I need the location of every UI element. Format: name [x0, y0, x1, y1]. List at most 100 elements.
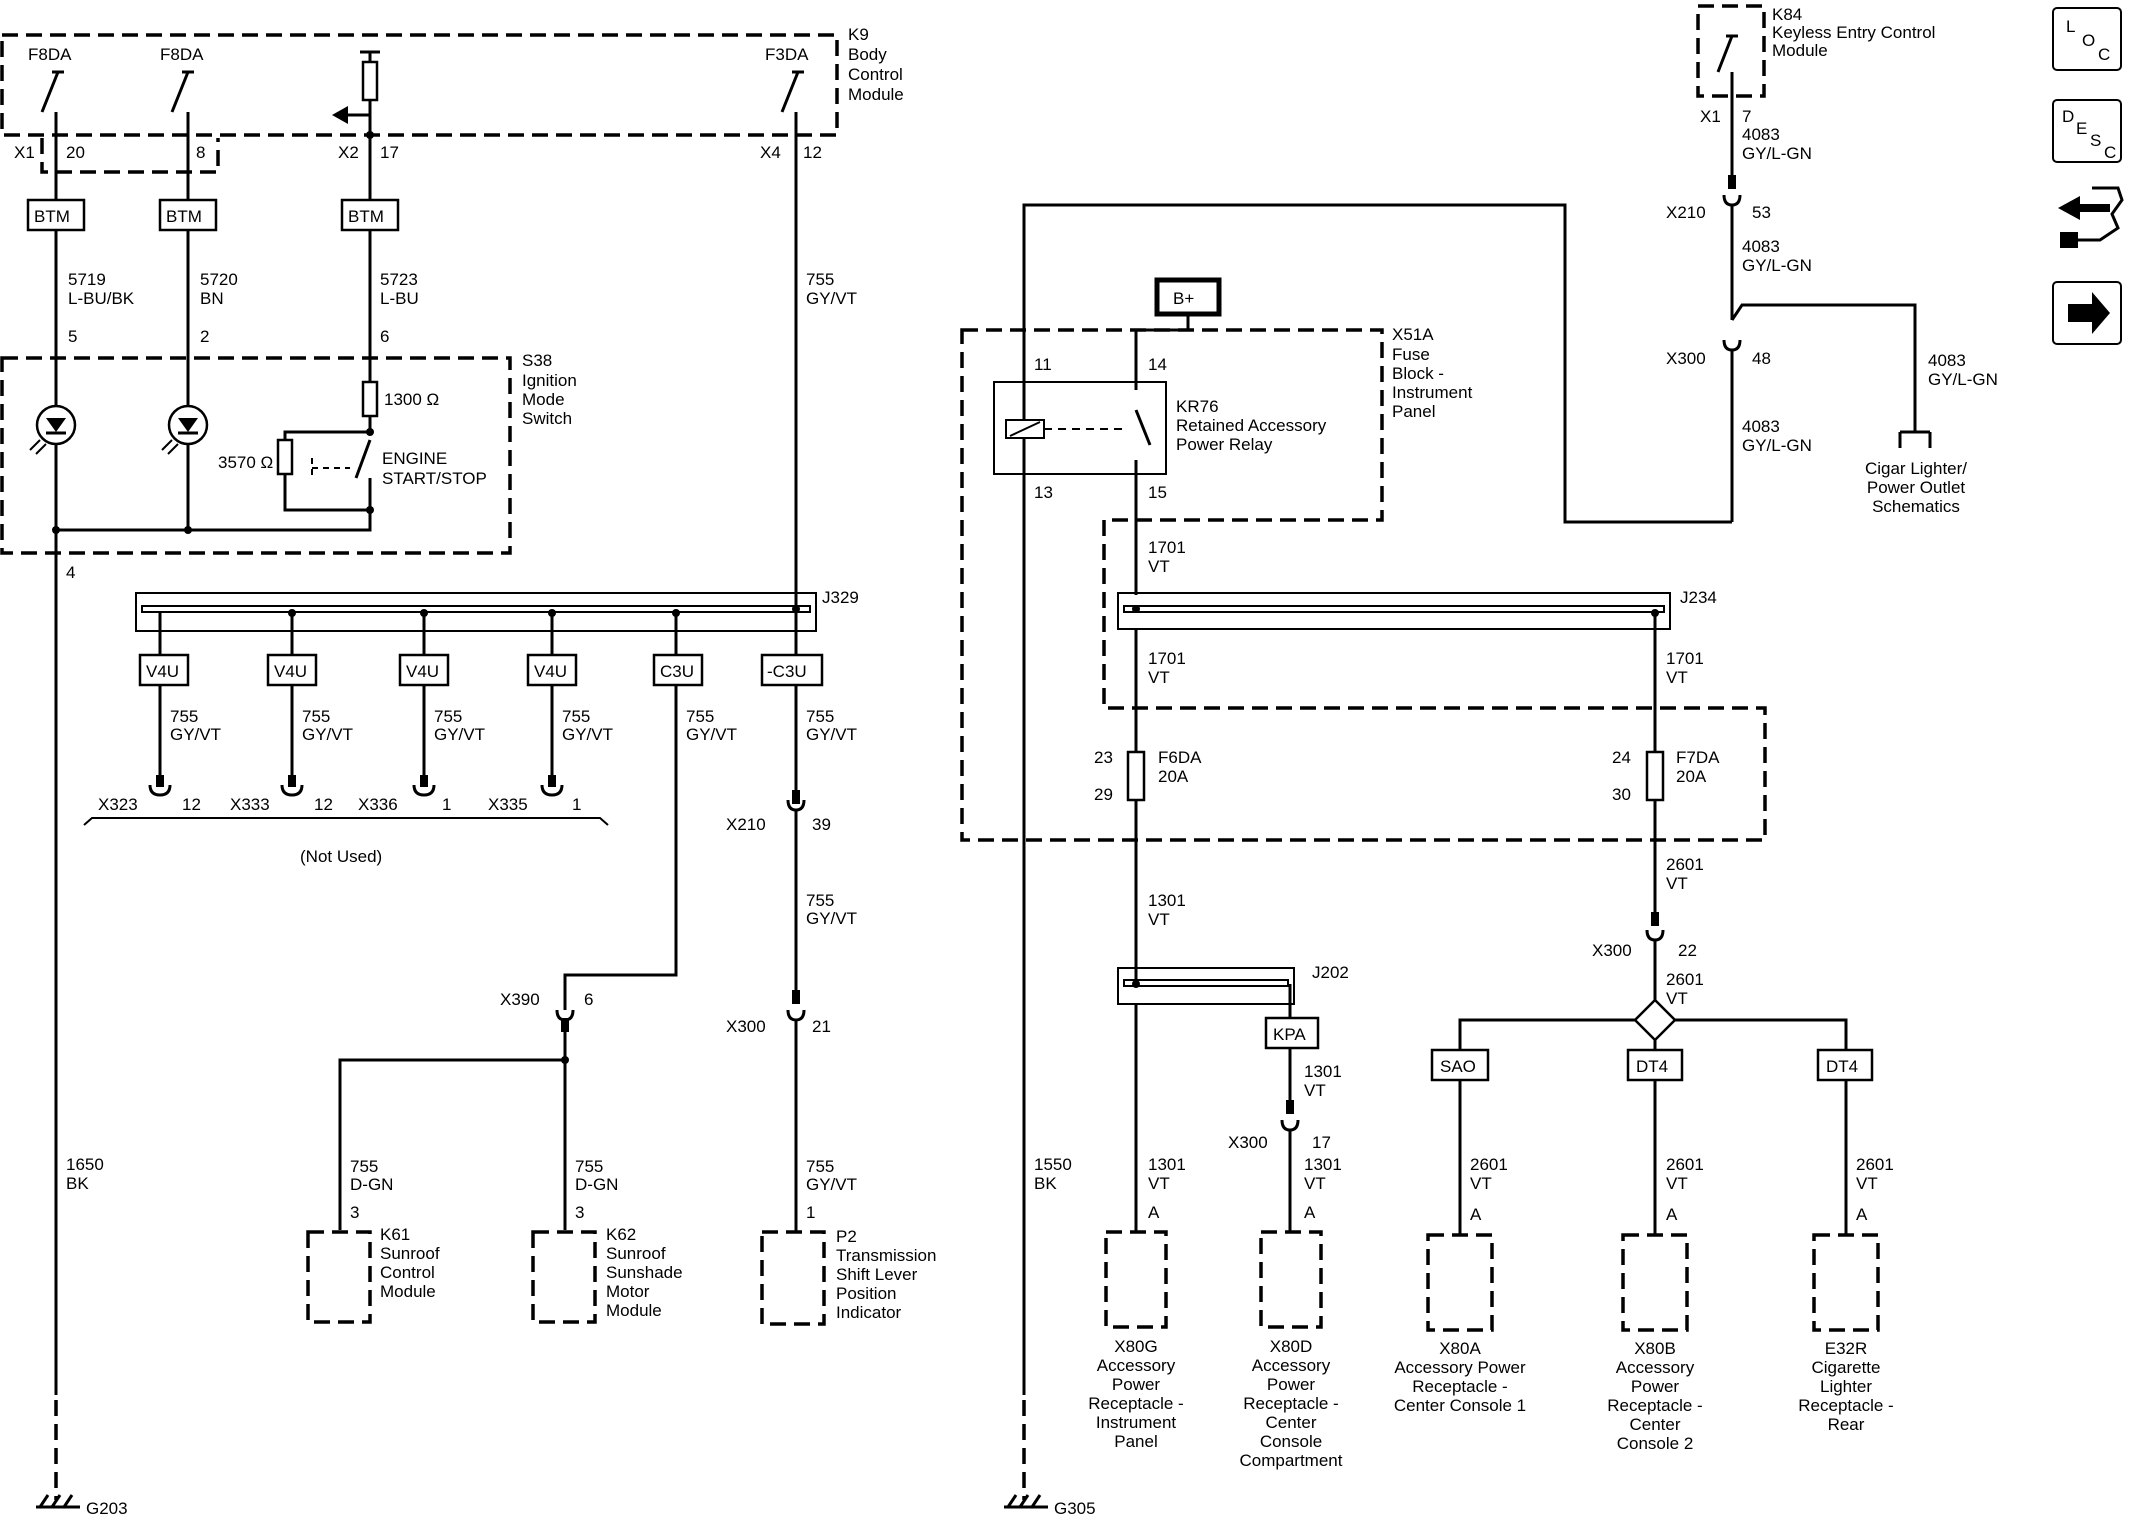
- description-button[interactable]: D E S C: [2052, 99, 2122, 163]
- svg-text:Shift Lever: Shift Lever: [836, 1265, 918, 1284]
- svg-text:755: 755: [434, 707, 462, 726]
- j234-splice: J234: [1117, 588, 1717, 630]
- svg-text:VT: VT: [1148, 668, 1170, 687]
- svg-text:SAO: SAO: [1440, 1057, 1476, 1076]
- svg-text:G203: G203: [86, 1499, 128, 1518]
- svg-text:Power: Power: [1112, 1375, 1161, 1394]
- svg-text:Rear: Rear: [1828, 1415, 1865, 1434]
- svg-text:Console 2: Console 2: [1617, 1434, 1694, 1453]
- svg-text:3: 3: [575, 1203, 584, 1222]
- svg-text:20A: 20A: [1676, 767, 1707, 786]
- svg-text:2601: 2601: [1666, 970, 1704, 989]
- svg-text:BN: BN: [200, 289, 224, 308]
- svg-text:L: L: [2066, 17, 2075, 36]
- svg-text:VT: VT: [1304, 1174, 1326, 1193]
- svg-text:3570 Ω: 3570 Ω: [218, 453, 273, 472]
- svg-text:K62: K62: [606, 1225, 636, 1244]
- svg-text:V4U: V4U: [534, 662, 567, 681]
- svg-text:F6DA: F6DA: [1158, 748, 1202, 767]
- receptacle-e32r: E32R Cigarette Lighter Receptacle - Rear: [1798, 1233, 1894, 1434]
- connector-tool-icon[interactable]: [2058, 186, 2124, 248]
- fuse-f7da: 24 30 F7DA 20A: [1612, 748, 1720, 804]
- receptacle-x80a: X80A Accessory Power Receptacle - Center…: [1394, 1233, 1526, 1415]
- svg-text:2601: 2601: [1666, 1155, 1704, 1174]
- svg-text:Lighter: Lighter: [1820, 1377, 1872, 1396]
- svg-text:D: D: [2062, 107, 2074, 126]
- svg-text:755: 755: [806, 1157, 834, 1176]
- svg-text:A: A: [1148, 1203, 1160, 1222]
- svg-text:1650: 1650: [66, 1155, 104, 1174]
- svg-text:Sunroof: Sunroof: [606, 1244, 666, 1263]
- svg-text:GY/VT: GY/VT: [302, 725, 353, 744]
- svg-text:D-GN: D-GN: [350, 1175, 393, 1194]
- receptacle-x80b: X80B Accessory Power Receptacle - Center…: [1607, 1233, 1703, 1453]
- svg-text:GY/VT: GY/VT: [806, 725, 857, 744]
- svg-text:GY/VT: GY/VT: [806, 909, 857, 928]
- next-arrow-button[interactable]: [2052, 281, 2122, 345]
- svg-text:Module: Module: [380, 1282, 436, 1301]
- battery-positive: B+: [1154, 277, 1222, 317]
- svg-text:Indicator: Indicator: [836, 1303, 902, 1322]
- svg-text:Transmission: Transmission: [836, 1246, 936, 1265]
- svg-text:Accessory Power: Accessory Power: [1394, 1358, 1526, 1377]
- svg-text:Module: Module: [1772, 41, 1828, 60]
- svg-text:X2: X2: [338, 143, 359, 162]
- svg-text:Fuse: Fuse: [1392, 345, 1430, 364]
- svg-text:K84: K84: [1772, 5, 1802, 24]
- svg-text:Switch: Switch: [522, 409, 572, 428]
- svg-text:S38: S38: [522, 351, 552, 370]
- svg-text:Receptacle -: Receptacle -: [1088, 1394, 1183, 1413]
- p2-transmission-shift-lever-position-indicator: P2 Transmission Shift Lever Position Ind…: [760, 1227, 936, 1326]
- svg-text:1701: 1701: [1666, 649, 1704, 668]
- svg-text:Power: Power: [1631, 1377, 1680, 1396]
- svg-text:48: 48: [1752, 349, 1771, 368]
- svg-text:755: 755: [686, 707, 714, 726]
- svg-text:Panel: Panel: [1392, 402, 1435, 421]
- svg-text:Power: Power: [1267, 1375, 1316, 1394]
- svg-text:Console: Console: [1260, 1432, 1322, 1451]
- svg-text:15: 15: [1148, 483, 1167, 502]
- svg-text:8: 8: [196, 143, 205, 162]
- svg-text:Mode: Mode: [522, 390, 565, 409]
- svg-text:E: E: [2076, 119, 2087, 138]
- cigar-lighter-reference[interactable]: Cigar Lighter/ Power Outlet Schematics: [1865, 459, 1967, 516]
- svg-text:BK: BK: [66, 1174, 89, 1193]
- svg-text:Motor: Motor: [606, 1282, 650, 1301]
- svg-text:12: 12: [803, 143, 822, 162]
- svg-text:Block -: Block -: [1392, 364, 1444, 383]
- svg-text:V4U: V4U: [406, 662, 439, 681]
- svg-text:755: 755: [350, 1157, 378, 1176]
- svg-text:20A: 20A: [1158, 767, 1189, 786]
- svg-text:B+: B+: [1173, 289, 1194, 308]
- svg-text:22: 22: [1678, 941, 1697, 960]
- svg-text:K61: K61: [380, 1225, 410, 1244]
- svg-text:Instrument: Instrument: [1096, 1413, 1177, 1432]
- svg-text:VT: VT: [1666, 668, 1688, 687]
- svg-text:5720: 5720: [200, 270, 238, 289]
- f8da-label: F8DA: [28, 45, 72, 64]
- svg-text:GY/L-GN: GY/L-GN: [1742, 436, 1812, 455]
- svg-text:Accessory: Accessory: [1252, 1356, 1331, 1375]
- svg-text:3: 3: [350, 1203, 359, 1222]
- svg-text:S: S: [2090, 131, 2101, 150]
- svg-text:GY/VT: GY/VT: [686, 725, 737, 744]
- svg-text:ENGINE: ENGINE: [382, 449, 447, 468]
- svg-text:1300 Ω: 1300 Ω: [384, 390, 439, 409]
- svg-text:4: 4: [66, 563, 75, 582]
- svg-text:A: A: [1666, 1205, 1678, 1224]
- svg-text:X300: X300: [1592, 941, 1632, 960]
- svg-text:J329: J329: [822, 588, 859, 607]
- svg-text:X51A: X51A: [1392, 325, 1434, 344]
- location-button[interactable]: L O C: [2052, 7, 2122, 71]
- svg-text:Ignition: Ignition: [522, 371, 577, 390]
- svg-text:5719: 5719: [68, 270, 106, 289]
- svg-text:X300: X300: [1228, 1133, 1268, 1152]
- svg-text:Sunshade: Sunshade: [606, 1263, 683, 1282]
- j202-splice: J202: [1117, 963, 1349, 1005]
- receptacle-x80g: X80G Accessory Power Receptacle - Instru…: [1088, 1230, 1184, 1451]
- svg-text:1301: 1301: [1304, 1155, 1342, 1174]
- svg-text:C: C: [2098, 45, 2110, 64]
- svg-text:Receptacle -: Receptacle -: [1243, 1394, 1338, 1413]
- svg-text:VT: VT: [1666, 1174, 1688, 1193]
- svg-text:VT: VT: [1666, 989, 1688, 1008]
